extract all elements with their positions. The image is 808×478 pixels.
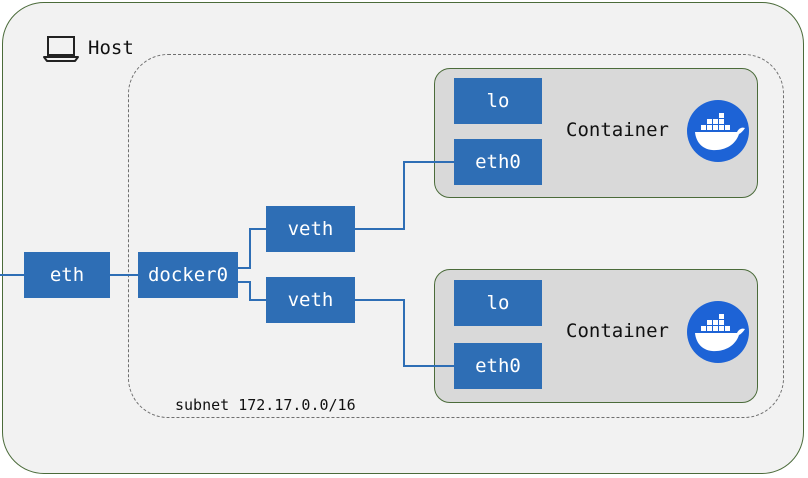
container-1-title: Container: [566, 119, 669, 141]
container-1-lo: lo: [454, 78, 542, 124]
container-2-eth0: eth0: [454, 343, 542, 389]
host-label: Host: [88, 37, 134, 59]
container-1-eth0: eth0: [454, 139, 542, 185]
docker-whale-icon: [687, 301, 749, 363]
veth-bottom: veth: [266, 277, 355, 323]
host-eth-interface: eth: [24, 252, 110, 298]
link-docker0-veth-top: [238, 228, 266, 269]
subnet-label: subnet 172.17.0.0/16: [175, 396, 356, 414]
docker-whale-icon: [687, 100, 749, 162]
docker0-bridge: docker0: [138, 252, 238, 298]
laptop-icon: [43, 36, 79, 62]
container-2-title: Container: [566, 320, 669, 342]
container-2-lo: lo: [454, 280, 542, 326]
link-veth-bottom-eth0: [355, 299, 454, 367]
link-veth-top-eth0: [355, 161, 454, 230]
subnet-frame: [128, 54, 784, 418]
link-docker0-veth-bottom: [238, 281, 266, 301]
veth-top: veth: [266, 206, 355, 252]
